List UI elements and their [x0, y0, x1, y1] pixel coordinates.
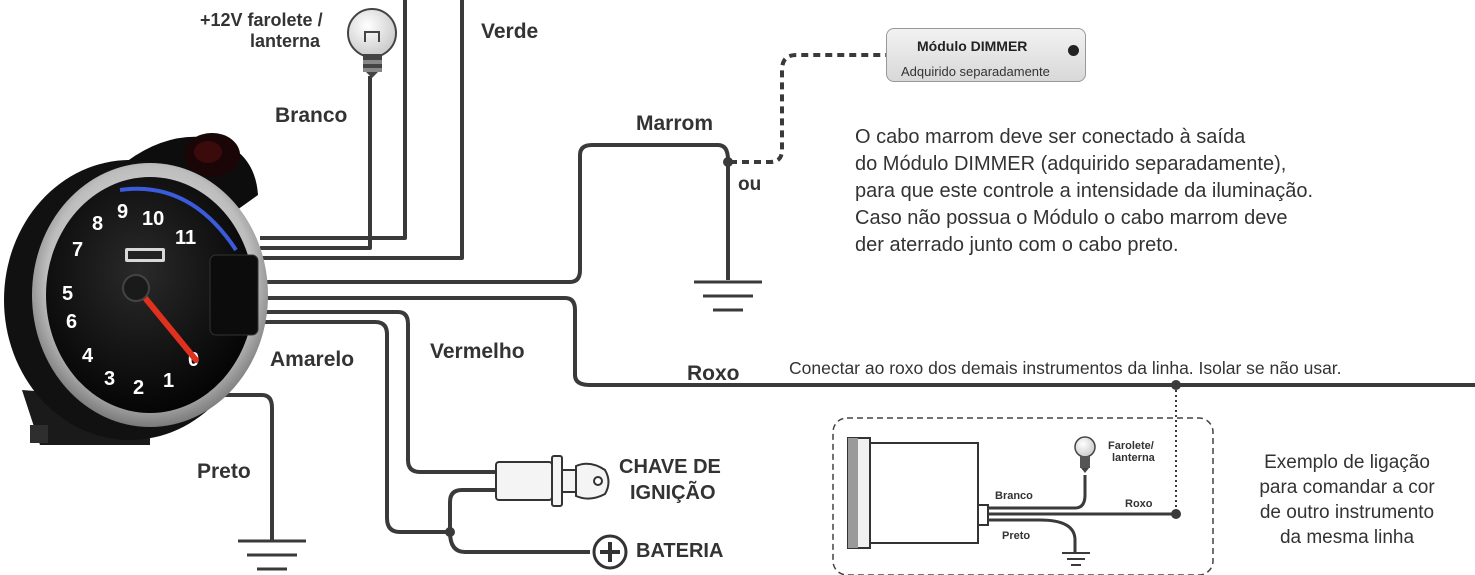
label-lanterna: lanterna [250, 31, 321, 51]
example-bulb-icon [1074, 436, 1096, 473]
gauge-number-3: 3 [104, 368, 115, 390]
label-vermelho: Vermelho [430, 340, 525, 363]
wire-bateria [448, 531, 590, 554]
example-label-farolete2: lanterna [1112, 452, 1155, 464]
example-caption: Exemplo de ligação para comandar a cor d… [1227, 450, 1467, 550]
dimmer-module: Módulo DIMMER Adquirido separadamente [886, 28, 1086, 82]
wire-dimmer-dashed [730, 53, 886, 164]
wire-chave-bateria [448, 488, 500, 532]
label-verde: Verde [481, 20, 539, 43]
wire-preto [160, 393, 274, 540]
gauge-number-2: 2 [133, 377, 144, 399]
example-caption-line4: da mesma linha [1279, 527, 1415, 548]
example-label-farolete1: Farolete/ [1108, 440, 1154, 452]
gauge-number-8: 8 [92, 213, 103, 235]
junction-marrom [723, 157, 733, 167]
dimmer-indicator-icon [1068, 45, 1079, 56]
wire-vermelho [262, 320, 450, 534]
dimmer-subtitle: Adquirido separadamente [901, 64, 1050, 79]
example-label-preto: Preto [1002, 530, 1031, 542]
gauge-number-9: 9 [117, 201, 128, 223]
label-farolete: +12V farolete / [200, 10, 323, 30]
label-ou: ou [738, 174, 762, 195]
wire-marrom [265, 143, 730, 284]
ground-icon-preto [238, 539, 306, 571]
ground-icon-marrom [694, 280, 762, 312]
wire-top [260, 0, 407, 240]
label-marrom: Marrom [636, 112, 714, 135]
dimmer-title: Módulo DIMMER [917, 38, 1028, 54]
gauge-number-1: 1 [163, 370, 174, 392]
gauge-number-7: 7 [72, 239, 83, 261]
gauge-face [46, 177, 254, 413]
label-chave-line2: IGNIÇÃO [630, 482, 716, 504]
label-chave-line1: CHAVE DE [619, 456, 721, 478]
wires [160, 0, 1475, 554]
wire-amarelo [262, 310, 500, 474]
label-amarelo: Amarelo [270, 348, 355, 371]
dimmer-note-line5: der aterrado junto com o cabo preto. [855, 234, 1179, 256]
dimmer-note-line4: Caso não possua o Módulo o cabo marrom d… [855, 207, 1288, 229]
example-gauge [847, 437, 989, 549]
wire-branco [260, 76, 372, 250]
dimmer-note-line3: para que este controle a intensidade da … [855, 180, 1314, 202]
ignition-key-icon [495, 455, 610, 507]
battery-plus-icon [592, 534, 628, 570]
label-bateria: BATERIA [636, 540, 724, 562]
wire-verde [262, 0, 464, 260]
wire-roxo [265, 296, 1475, 387]
gauge-number-10: 10 [142, 208, 164, 230]
roxo-note: Conectar ao roxo dos demais instrumentos… [789, 358, 1342, 378]
dimmer-note-line1: O cabo marrom deve ser conectado à saída [855, 126, 1246, 148]
label-roxo: Roxo [687, 362, 740, 385]
example-label-branco: Branco [995, 490, 1033, 502]
gauge-number-5: 5 [62, 283, 73, 305]
gauge-number-4: 4 [82, 345, 94, 367]
example-caption-line2: para comandar a cor [1259, 477, 1435, 498]
example-label-roxo: Roxo [1125, 498, 1153, 510]
gauge-instrument: 8 9 10 11 7 5 6 4 3 2 1 0 [4, 133, 268, 445]
dimmer-note-line2: do Módulo DIMMER (adquirido separadament… [855, 153, 1287, 175]
example-box [832, 417, 1214, 575]
example-ground-icon [1062, 552, 1090, 566]
label-branco: Branco [275, 104, 348, 127]
example-wires [988, 475, 1176, 552]
example-caption-line1: Exemplo de ligação [1264, 452, 1430, 473]
dimmer-note: O cabo marrom deve ser conectado à saída… [855, 124, 1313, 259]
junction-bateria [445, 527, 455, 537]
gauge-number-6: 6 [66, 311, 77, 333]
gauge-number-11: 11 [175, 227, 196, 249]
bulb-icon [347, 8, 397, 78]
example-caption-line3: de outro instrumento [1259, 502, 1435, 523]
label-preto: Preto [197, 460, 251, 483]
